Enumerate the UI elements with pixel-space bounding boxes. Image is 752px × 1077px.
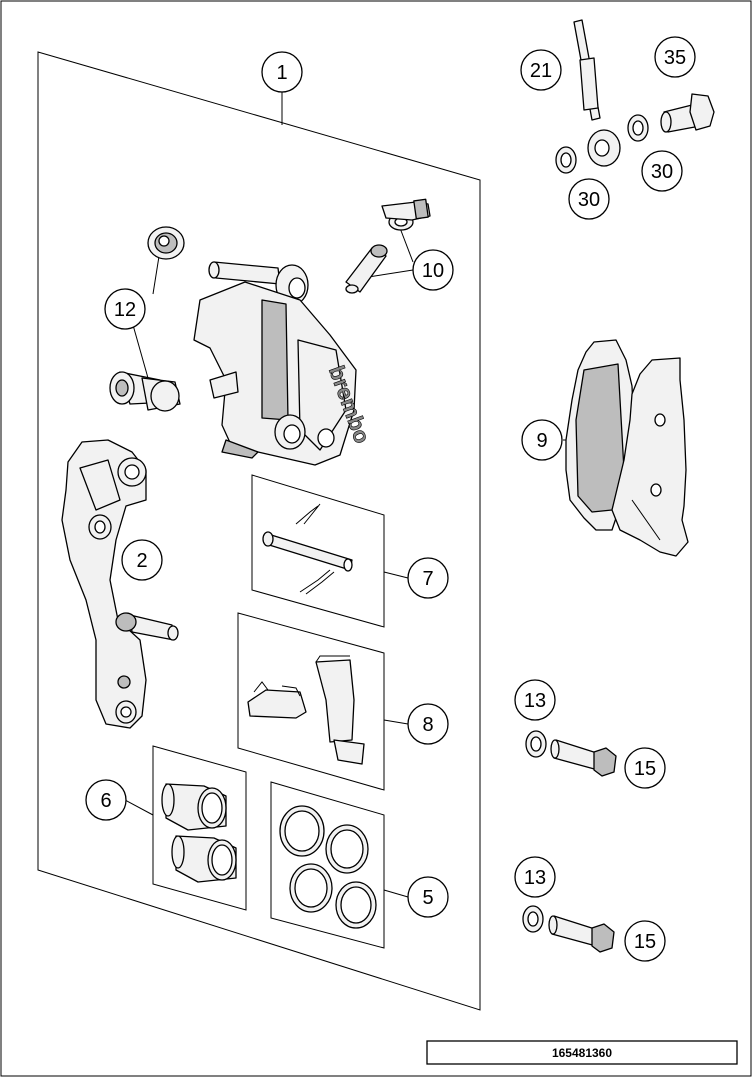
bleeder-valve xyxy=(345,198,431,294)
callout-5: 5 xyxy=(407,876,449,918)
svg-text:10: 10 xyxy=(422,260,444,282)
pistons xyxy=(161,783,237,883)
svg-text:9: 9 xyxy=(536,430,547,452)
svg-text:5: 5 xyxy=(422,887,433,909)
mounting-washer-lower xyxy=(522,905,544,933)
svg-text:30: 30 xyxy=(651,161,673,183)
sealing-washers xyxy=(555,114,649,174)
svg-text:7: 7 xyxy=(422,568,433,590)
callout-6: 6 xyxy=(85,779,127,821)
brake-caliper: brembo xyxy=(193,261,375,466)
svg-text:35: 35 xyxy=(664,47,686,69)
mounting-screw-upper xyxy=(550,739,617,777)
drawing-number: 165481360 xyxy=(552,1046,612,1060)
callout-21: 21 xyxy=(520,49,562,91)
pin-kit-box xyxy=(251,474,385,628)
svg-text:13: 13 xyxy=(524,867,546,889)
svg-text:13: 13 xyxy=(524,690,546,712)
boot-and-bolt xyxy=(109,226,185,412)
callout-15-lower: 15 xyxy=(624,920,666,962)
callout-8: 8 xyxy=(407,703,449,745)
svg-text:6: 6 xyxy=(100,790,111,812)
callout-13-lower: 13 xyxy=(514,856,556,898)
callout-2: 2 xyxy=(121,539,163,581)
spring-kit-box xyxy=(237,612,385,791)
callout-15-upper: 15 xyxy=(624,747,666,789)
svg-text:2: 2 xyxy=(136,550,147,572)
callout-30-right: 30 xyxy=(641,150,683,192)
svg-text:12: 12 xyxy=(114,299,136,321)
leader-lines xyxy=(124,92,580,898)
svg-text:21: 21 xyxy=(530,60,552,82)
pin-kit xyxy=(262,503,353,595)
mounting-screw-lower xyxy=(548,915,615,953)
svg-text:1: 1 xyxy=(276,62,287,84)
seal-rings xyxy=(279,805,377,929)
brake-pads xyxy=(565,339,689,557)
svg-text:15: 15 xyxy=(634,931,656,953)
callout-30-left: 30 xyxy=(568,178,610,220)
mounting-washer-upper xyxy=(525,730,547,758)
svg-text:30: 30 xyxy=(578,189,600,211)
caliper-kit-outline xyxy=(37,51,481,1011)
banjo-bolt xyxy=(660,93,715,133)
callout-1: 1 xyxy=(261,51,303,93)
piston-kit-box xyxy=(152,745,247,911)
brake-line xyxy=(573,19,621,167)
callout-9: 9 xyxy=(521,419,563,461)
callout-13-upper: 13 xyxy=(514,679,556,721)
callout-12: 12 xyxy=(104,288,146,330)
callout-10: 10 xyxy=(412,249,454,291)
spring-kit xyxy=(247,655,365,765)
svg-text:15: 15 xyxy=(634,758,656,780)
callout-7: 7 xyxy=(407,557,449,599)
drawing-number-box: 165481360 xyxy=(426,1040,738,1065)
svg-text:8: 8 xyxy=(422,714,433,736)
caliper-bracket xyxy=(61,439,179,729)
seal-kit-box xyxy=(270,781,385,949)
callout-35: 35 xyxy=(654,36,696,78)
